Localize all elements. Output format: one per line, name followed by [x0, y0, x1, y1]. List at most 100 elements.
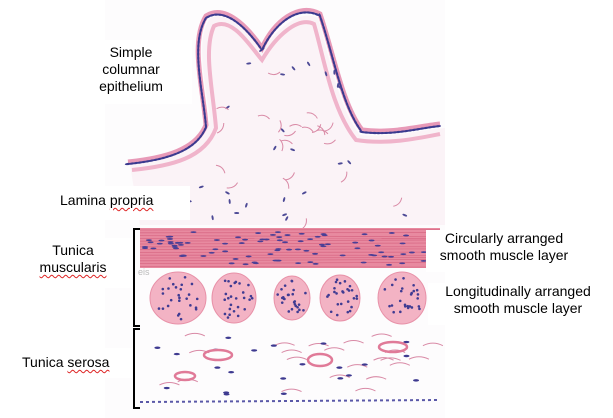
serosa-connective-tissue — [154, 332, 444, 396]
bundle-nucleus — [187, 293, 191, 296]
bundle-nucleus — [157, 307, 161, 310]
muscle-nucleus — [275, 259, 282, 262]
bundle-nucleus — [229, 303, 233, 307]
bundle-nucleus — [178, 299, 181, 303]
bundle-nucleus — [227, 279, 230, 283]
bundle-nucleus — [287, 293, 290, 297]
muscle-nucleus — [251, 261, 258, 264]
bundle-nucleus — [161, 287, 165, 291]
serosa-cell — [320, 342, 327, 345]
bundle-nucleus — [333, 290, 336, 294]
bundle-nucleus — [403, 305, 407, 308]
bundle-nucleus — [161, 307, 165, 310]
epithelial-nucleus — [313, 12, 320, 17]
bundle-nucleus — [416, 297, 419, 300]
muscle-nucleus — [259, 238, 266, 241]
muscle-nucleus — [403, 234, 410, 237]
connective-fiber — [393, 197, 403, 207]
bundle-nucleus — [249, 294, 253, 298]
connective-cell — [282, 197, 286, 202]
connective-fiber — [282, 177, 290, 189]
muscle-nucleus — [245, 255, 252, 258]
bundle-nucleus — [189, 304, 192, 307]
muscle-nucleus — [312, 262, 319, 265]
bundle-nucleus — [243, 308, 247, 311]
serosa-fiber — [355, 387, 376, 392]
muscle-nucleus — [275, 248, 282, 250]
bundle-nucleus — [390, 304, 394, 307]
serosa-fiber — [281, 388, 302, 393]
bundle-nucleus — [229, 284, 233, 288]
bundle-nucleus — [402, 276, 405, 280]
bundle-nucleus — [176, 314, 180, 317]
bundle-nucleus — [335, 313, 339, 317]
muscle-nucleus — [156, 242, 163, 245]
serosa-cell — [361, 363, 368, 366]
bundle-nucleus — [229, 295, 233, 298]
muscle-nucleus — [354, 247, 361, 250]
bundle-nucleus — [343, 280, 347, 283]
muscle-nucleus — [147, 241, 154, 244]
muscle-nucleus — [400, 253, 407, 256]
muscle-nucleus — [312, 252, 319, 255]
bundle-nucleus — [400, 287, 404, 290]
connective-fiber — [257, 114, 270, 120]
muscle-fiber-line — [139, 257, 441, 259]
serosa-fiber — [184, 332, 206, 337]
muscle-nucleus — [174, 241, 181, 244]
bundle-nucleus — [350, 305, 353, 309]
muscle-nucleus — [303, 249, 310, 252]
connective-cell — [246, 62, 252, 65]
muscle-nucleus — [381, 255, 388, 258]
muscle-fiber-line — [139, 261, 441, 265]
serosa-cell — [228, 370, 235, 374]
muscle-nucleus — [267, 253, 274, 256]
blood-vessel — [377, 340, 409, 354]
muscle-nucleus — [368, 253, 375, 256]
bundle-nucleus — [168, 277, 172, 280]
bundle-nucleus — [333, 286, 336, 290]
muscle-nucleus — [318, 243, 325, 246]
bundle-nucleus — [283, 297, 286, 301]
label-line-1: Tunica — [52, 242, 94, 258]
muscle-nucleus — [269, 233, 276, 236]
bundle-nucleus — [236, 305, 240, 309]
serosa-cell — [280, 392, 287, 395]
muscle-nucleus — [274, 231, 281, 234]
connective-fiber — [226, 182, 239, 189]
circular-muscle-fibers — [139, 229, 441, 268]
bundle-nucleus — [290, 307, 294, 311]
bundle-nucleus — [383, 288, 387, 291]
circular-muscle-label: Circularly arranged smooth muscle layer — [426, 230, 582, 272]
serosa-fiber — [347, 364, 368, 368]
bundle-nucleus — [280, 296, 284, 300]
muscle-nucleus — [339, 254, 346, 257]
muscle-nucleus — [180, 254, 187, 257]
bundle-nucleus — [236, 314, 240, 318]
bundle-nucleus — [290, 279, 294, 283]
bundle-nucleus — [228, 307, 232, 311]
serosa-word: serosa — [67, 354, 110, 370]
muscle-nucleus — [298, 232, 305, 235]
bundle-nucleus — [174, 286, 178, 289]
connective-cell — [234, 212, 240, 215]
bundle-nucleus — [347, 289, 351, 292]
serosa-cell — [280, 377, 287, 380]
bundle-nucleus — [406, 306, 410, 310]
bundle-nucleus — [234, 297, 238, 300]
bundle-nucleus — [388, 304, 391, 308]
serosa-cell — [223, 393, 230, 396]
connective-cell — [282, 213, 287, 217]
connective-cell — [337, 162, 343, 165]
bundle-nucleus — [296, 305, 299, 309]
muscle-nucleus — [420, 251, 427, 254]
muscle-nucleus — [297, 240, 304, 243]
serosa-fiber — [281, 349, 302, 353]
epithelial-nucleus — [257, 43, 262, 50]
connective-fiber — [279, 138, 284, 152]
bundle-nucleus — [223, 312, 227, 316]
bundle-nucleus — [355, 294, 359, 298]
serosa-fiber — [343, 340, 364, 344]
muscle-nucleus — [228, 262, 235, 265]
